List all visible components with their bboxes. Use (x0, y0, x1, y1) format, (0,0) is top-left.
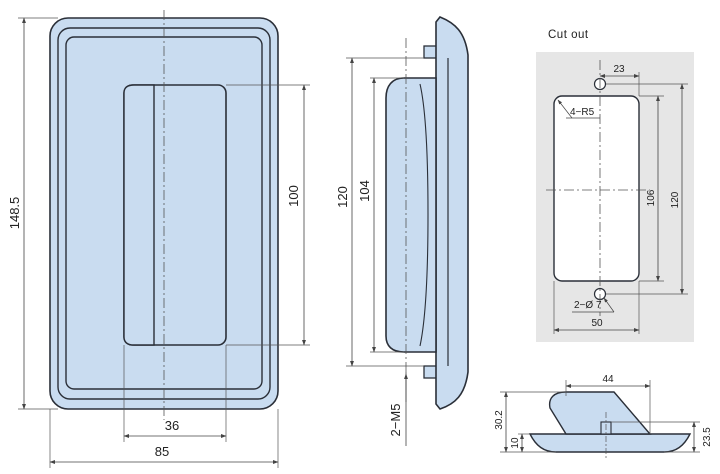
inner-height-label: 106 (646, 189, 657, 206)
hole-label: 2−Ø 7 (574, 300, 602, 311)
side-view: 120 104 2−M5 (335, 16, 469, 446)
side-overall-label: 120 (335, 186, 350, 208)
front-handle-lip (123, 84, 155, 346)
bottom-flange (528, 433, 692, 453)
front-height-label: 148.5 (7, 197, 22, 230)
flange-label: 10 (510, 437, 521, 449)
cutout-title: Cut out (548, 29, 589, 41)
pocket-height-label: 100 (286, 185, 301, 207)
radius-leader-arrow (557, 99, 573, 119)
cutout-hole (553, 95, 640, 282)
outer-height-label: 120 (670, 191, 681, 208)
bottom-handle (548, 391, 652, 435)
pocket-width-label: 36 (165, 418, 179, 433)
front-width-label: 85 (155, 444, 169, 459)
depth-label: 30.2 (494, 410, 505, 430)
side-flange (435, 16, 469, 410)
bottom-width-label: 44 (602, 374, 614, 385)
front-view: 148.5 100 36 85 (7, 10, 310, 468)
bottom-view: 44 30.2 10 23.5 (494, 374, 713, 460)
side-handle-inner (419, 83, 429, 347)
side-inner-label: 104 (357, 180, 372, 202)
total-label: 23.5 (702, 427, 713, 447)
hole-leader-arrow (603, 297, 615, 313)
radius-label: 4−R5 (570, 107, 595, 118)
cutout-width-label: 50 (591, 318, 603, 329)
cutout-view: Cut out 23 4−R5 106 120 2−Ø 7 50 (536, 29, 694, 342)
thread-label: 2−M5 (388, 404, 403, 437)
hole-spacing-label: 23 (613, 64, 625, 75)
